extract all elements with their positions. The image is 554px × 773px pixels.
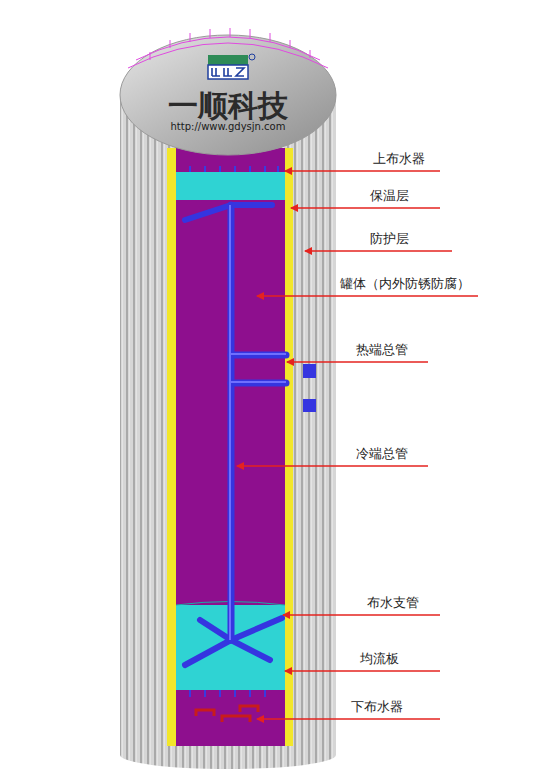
part-label: 防护层 — [370, 231, 409, 247]
website-url: http://www.gdysjn.com — [171, 121, 286, 133]
part-label: 均流板 — [360, 651, 399, 667]
logo-text: 一顺科技 — [168, 88, 288, 124]
part-label: 热端总管 — [356, 342, 408, 358]
part-label: 下布水器 — [351, 699, 403, 715]
part-label: 冷端总管 — [356, 446, 408, 462]
part-label: 布水支管 — [367, 595, 419, 611]
part-label: 罐体（内外防锈防腐） — [340, 276, 470, 292]
part-label: 保温层 — [370, 188, 409, 204]
part-label: 上布水器 — [373, 151, 425, 167]
